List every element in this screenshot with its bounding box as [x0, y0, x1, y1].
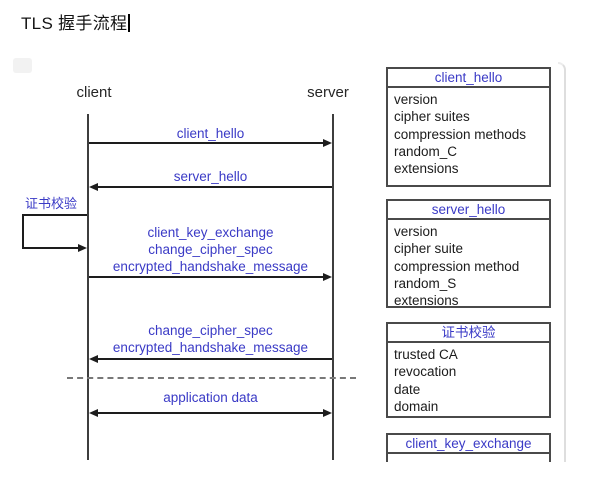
panel-item: extensions: [394, 293, 459, 309]
arrowhead-left-icon: [89, 355, 98, 363]
panel-items: trusted CA revocation date domain: [388, 343, 549, 415]
panel-client-key-exchange: client_key_exchange: [386, 433, 551, 462]
arrowhead-right-icon: [323, 273, 332, 281]
client-lifeline: [87, 114, 89, 460]
message-client-hello-arrow: [89, 142, 323, 144]
message-line: client_key_exchange: [147, 225, 274, 240]
cert-verify-loop-bottom: [23, 247, 78, 249]
panel-title: server_hello: [388, 201, 549, 220]
panel-item: random_C: [394, 143, 458, 159]
message-client-hello-label: client_hello: [176, 126, 245, 141]
panel-item: trusted CA: [394, 347, 458, 362]
handshake-separator-line: [67, 377, 356, 379]
text-caret: [128, 14, 131, 32]
panel-item: random_S: [394, 275, 457, 291]
arrowhead-left-icon: [89, 409, 98, 417]
panel-item: compression methods: [394, 126, 527, 142]
arrowhead-right-icon: [323, 139, 332, 147]
panel-client-hello: client_hello version cipher suites compr…: [386, 67, 551, 187]
server-lifeline: [332, 114, 334, 460]
message-key-exchange-arrow: [89, 276, 323, 278]
message-line: change_cipher_spec: [148, 242, 273, 257]
panel-item: version: [394, 224, 438, 239]
panel-title: 证书校验: [388, 324, 549, 343]
message-server-finish-label: change_cipher_spec encrypted_handshake_m…: [89, 322, 332, 356]
page-title[interactable]: TLS 握手流程: [21, 9, 131, 34]
message-app-data-arrow: [98, 412, 323, 414]
message-server-hello-label: server_hello: [173, 169, 248, 184]
panel-item: cipher suites: [394, 109, 470, 125]
panel-server-hello: server_hello version cipher suite compre…: [386, 199, 551, 308]
arrowhead-right-icon: [78, 244, 87, 252]
message-server-finish-arrow: [98, 358, 332, 360]
cert-verify-loop-side: [22, 214, 24, 249]
image-edge-line: [558, 62, 566, 462]
arrowhead-right-icon: [323, 409, 332, 417]
panel-cert-verify: 证书校验 trusted CA revocation date domain: [386, 322, 551, 418]
arrowhead-left-icon: [89, 183, 98, 191]
message-app-data-label: application data: [163, 390, 258, 405]
panel-items: version cipher suite compression method …: [388, 220, 549, 309]
panel-item: cipher suite: [394, 241, 464, 257]
actor-client-label: client: [76, 84, 112, 101]
panel-item: date: [394, 381, 421, 397]
panel-item: revocation: [394, 364, 457, 380]
cert-verify-label: 证书校验: [24, 196, 77, 211]
message-server-hello-arrow: [98, 186, 332, 188]
panel-title: client_hello: [388, 69, 549, 88]
message-line: encrypted_handshake_message: [112, 259, 309, 274]
panel-title: client_key_exchange: [388, 435, 549, 454]
panel-item: domain: [394, 398, 439, 414]
panel-item: version: [394, 92, 438, 107]
panel-items: version cipher suites compression method…: [388, 88, 549, 177]
image-artifact: [13, 58, 32, 73]
panel-item: extensions: [394, 161, 459, 177]
message-line: change_cipher_spec: [148, 323, 273, 338]
message-line: encrypted_handshake_message: [112, 340, 309, 355]
cert-verify-loop-top: [23, 214, 87, 216]
panel-item: compression method: [394, 258, 520, 274]
page-title-text: TLS 握手流程: [21, 14, 128, 33]
message-key-exchange-label: client_key_exchange change_cipher_spec e…: [89, 224, 332, 275]
actor-server-label: server: [307, 84, 349, 101]
